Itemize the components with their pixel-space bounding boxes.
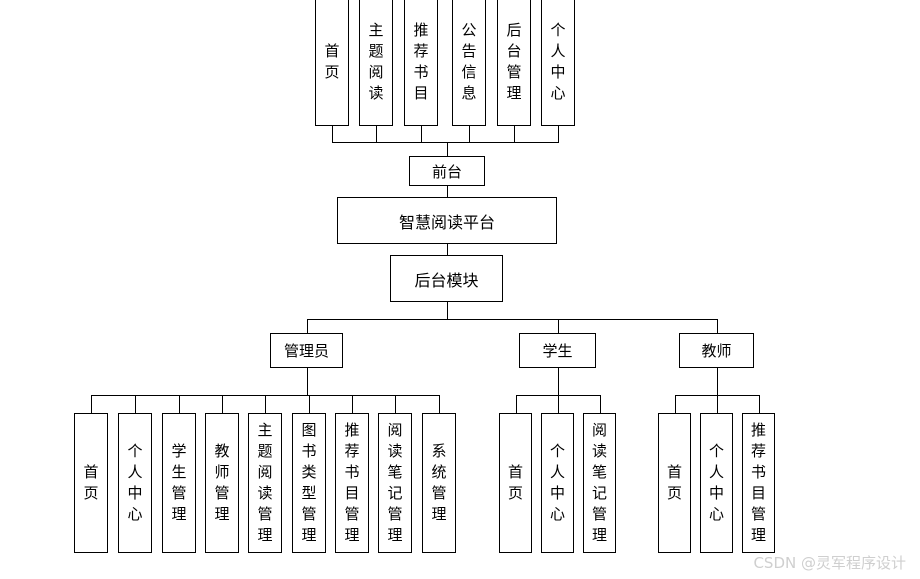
front-platform-connector — [447, 186, 448, 197]
top-module-connector — [469, 126, 470, 143]
role-module-box: 教师管理 — [205, 413, 239, 553]
module-connector — [352, 395, 353, 413]
role-module-box: 系统管理 — [422, 413, 456, 553]
module-connector — [515, 395, 517, 413]
module-connector — [395, 395, 396, 413]
role-module-box: 主题阅读管理 — [248, 413, 282, 553]
role-down-connector — [557, 368, 559, 395]
role-module-box: 个人中心 — [700, 413, 733, 553]
platform-backend-connector — [447, 244, 448, 255]
top-module-connector — [421, 126, 422, 143]
role-module-box: 阅读笔记管理 — [378, 413, 412, 553]
module-connector — [179, 395, 180, 413]
role-down-connector — [306, 368, 308, 395]
module-connector — [265, 395, 266, 413]
role-box: 学生 — [519, 333, 596, 368]
front-connector — [447, 142, 448, 156]
top-module-box: 公告信息 — [452, 0, 486, 126]
role-module-box: 推荐书目管理 — [742, 413, 775, 553]
top-module-connector — [376, 126, 377, 143]
top-module-box: 推荐书目 — [404, 0, 438, 126]
role-connector — [557, 319, 559, 333]
role-module-box: 首页 — [499, 413, 532, 553]
top-module-box: 首页 — [315, 0, 349, 126]
module-connector — [439, 395, 440, 413]
watermark: CSDN @灵军程序设计 — [753, 554, 906, 572]
role-module-box: 推荐书目管理 — [335, 413, 369, 553]
role-box: 教师 — [679, 333, 754, 368]
module-connector — [599, 395, 601, 413]
module-connector — [557, 395, 559, 413]
role-module-box: 首页 — [74, 413, 108, 553]
top-module-connector — [514, 126, 515, 143]
role-box: 管理员 — [270, 333, 343, 368]
platform-box: 智慧阅读平台 — [337, 197, 557, 244]
role-down-connector — [716, 368, 718, 395]
module-connector — [309, 395, 310, 413]
role-bus-line — [306, 319, 718, 320]
role-module-box: 个人中心 — [541, 413, 574, 553]
top-module-connector — [558, 126, 559, 143]
module-connector — [716, 395, 718, 413]
top-module-box: 后台管理 — [497, 0, 531, 126]
module-connector — [758, 395, 760, 413]
role-connector — [716, 319, 718, 333]
top-module-box: 主题阅读 — [359, 0, 393, 126]
role-module-box: 个人中心 — [118, 413, 152, 553]
role-connector — [306, 319, 308, 333]
role-module-box: 图书类型管理 — [292, 413, 326, 553]
backend-box: 后台模块 — [390, 255, 503, 302]
module-connector — [135, 395, 136, 413]
module-connector — [91, 395, 92, 413]
role-module-box: 阅读笔记管理 — [583, 413, 616, 553]
top-module-box: 个人中心 — [541, 0, 575, 126]
module-connector — [222, 395, 223, 413]
module-connector — [674, 395, 676, 413]
backend-connector — [447, 302, 448, 320]
role-module-box: 学生管理 — [162, 413, 196, 553]
role-module-box: 首页 — [658, 413, 691, 553]
top-bus-line — [332, 142, 559, 143]
front-box: 前台 — [409, 156, 485, 186]
top-module-connector — [332, 126, 333, 143]
